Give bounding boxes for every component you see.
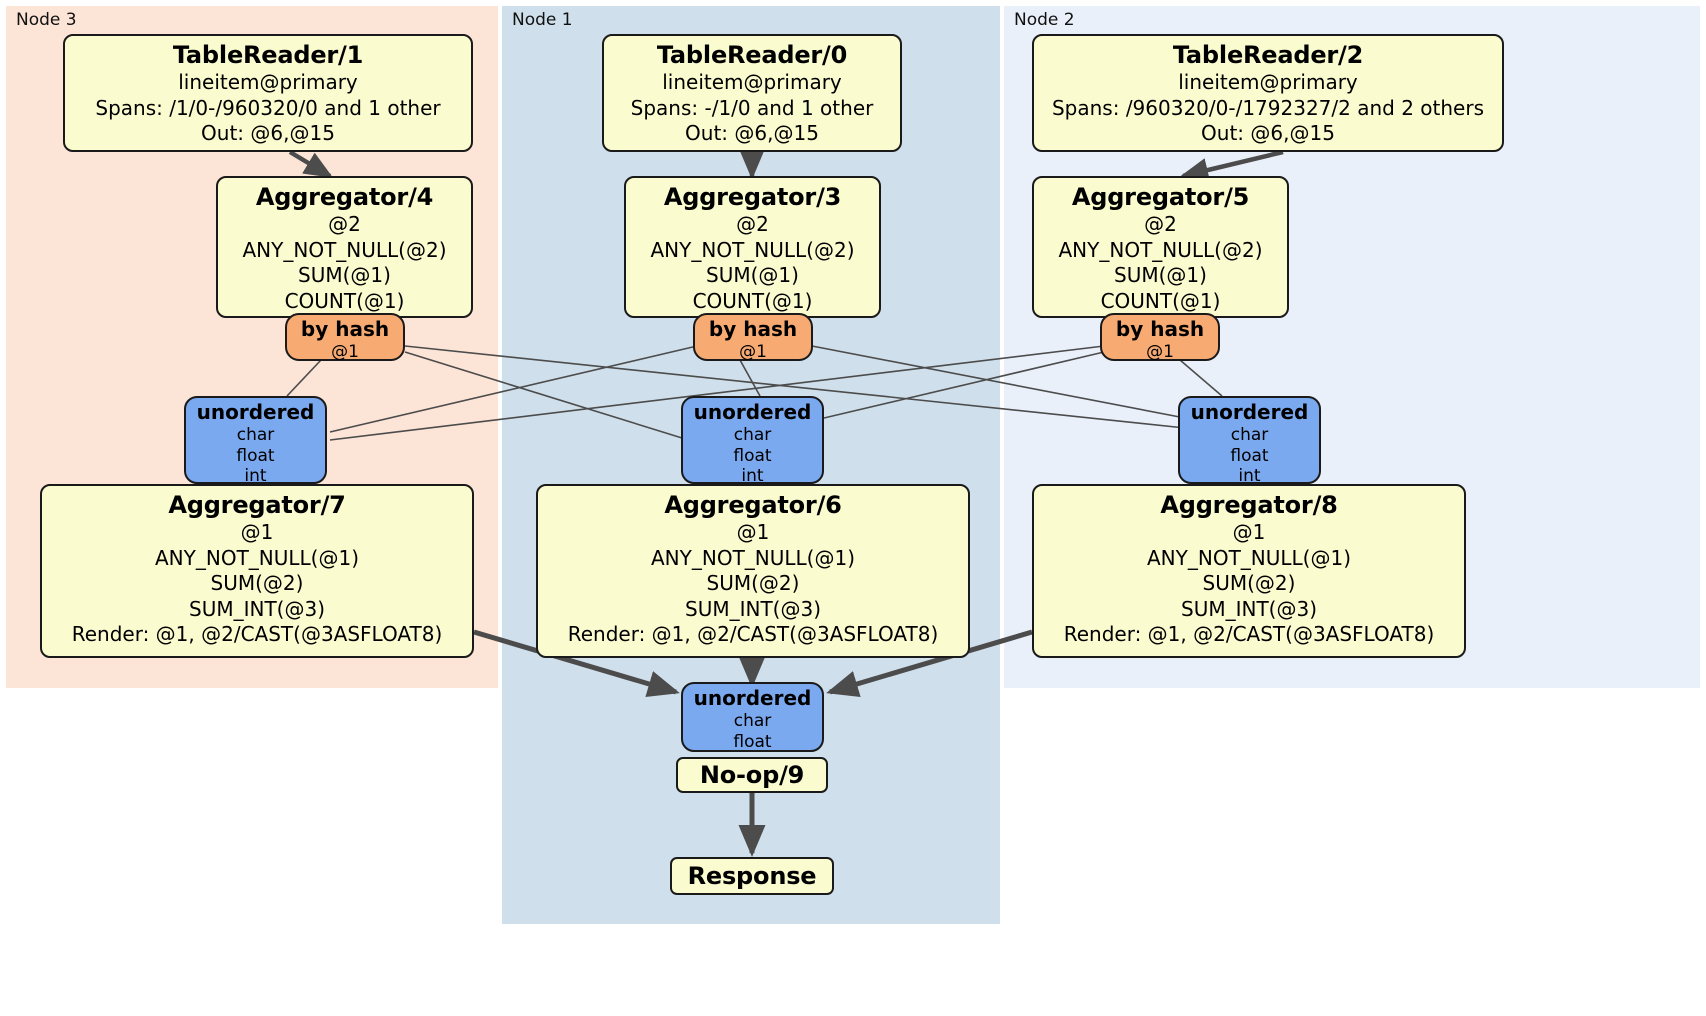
router-line: @1 <box>331 342 359 362</box>
synchronizer-unordered-final[interactable]: unordered char float <box>681 682 824 752</box>
processor-title: TableReader/1 <box>172 41 364 69</box>
processor-line: Out: @6,@15 <box>685 121 819 146</box>
processor-line: SUM(@1) <box>298 263 391 288</box>
processor-line: COUNT(@1) <box>692 288 813 313</box>
processor-title: No-op/9 <box>699 761 805 789</box>
processor-aggregator-5[interactable]: Aggregator/5 @2 ANY_NOT_NULL(@2) SUM(@1)… <box>1032 176 1289 318</box>
processor-table-reader-1[interactable]: TableReader/1 lineitem@primary Spans: /1… <box>63 34 473 152</box>
router-title: by hash <box>300 317 390 341</box>
processor-aggregator-6[interactable]: Aggregator/6 @1 ANY_NOT_NULL(@1) SUM(@2)… <box>536 484 970 658</box>
processor-table-reader-0[interactable]: TableReader/0 lineitem@primary Spans: -/… <box>602 34 902 152</box>
node-region-label-node3: Node 3 <box>16 10 77 30</box>
processor-line: SUM(@1) <box>1114 263 1207 288</box>
synchronizer-unordered-node2[interactable]: unordered char float int <box>1178 396 1321 487</box>
processor-line: SUM_INT(@3) <box>685 596 821 621</box>
processor-line: SUM(@1) <box>706 263 799 288</box>
node-region-label-node1: Node 1 <box>512 10 573 30</box>
synchronizer-title: unordered <box>1190 400 1309 424</box>
synchronizer-line: float <box>236 445 275 466</box>
processor-line: lineitem@primary <box>1178 70 1358 94</box>
processor-line: Out: @6,@15 <box>201 121 335 146</box>
processor-line: @1 <box>1232 520 1266 544</box>
processor-line: Spans: -/1/0 and 1 other <box>630 95 874 120</box>
synchronizer-line: char <box>733 425 772 445</box>
processor-line: @1 <box>240 520 274 544</box>
processor-line: Render: @1, @2/CAST(@3ASFLOAT8) <box>1063 622 1435 647</box>
processor-line: ANY_NOT_NULL(@1) <box>155 545 359 570</box>
synchronizer-title: unordered <box>196 400 315 424</box>
processor-title: TableReader/2 <box>1172 41 1364 69</box>
processor-aggregator-7[interactable]: Aggregator/7 @1 ANY_NOT_NULL(@1) SUM(@2)… <box>40 484 474 658</box>
processor-title: TableReader/0 <box>656 41 848 69</box>
router-by-hash-node1[interactable]: by hash @1 <box>693 313 813 362</box>
synchronizer-line: char <box>236 425 275 445</box>
processor-line: Spans: /1/0-/960320/0 and 1 other <box>95 95 441 120</box>
processor-title: Response <box>687 862 817 890</box>
processor-line: Render: @1, @2/CAST(@3ASFLOAT8) <box>567 622 939 647</box>
processor-title: Aggregator/7 <box>168 491 346 519</box>
processor-line: @2 <box>328 212 361 236</box>
processor-line: SUM_INT(@3) <box>1181 596 1317 621</box>
processor-line: lineitem@primary <box>178 70 358 94</box>
processor-aggregator-3[interactable]: Aggregator/3 @2 ANY_NOT_NULL(@2) SUM(@1)… <box>624 176 881 318</box>
synchronizer-line: int <box>1238 466 1261 487</box>
synchronizer-line: float <box>733 731 772 752</box>
processor-aggregator-8[interactable]: Aggregator/8 @1 ANY_NOT_NULL(@1) SUM(@2)… <box>1032 484 1466 658</box>
processor-line: SUM_INT(@3) <box>189 596 325 621</box>
synchronizer-line: float <box>733 445 772 466</box>
processor-table-reader-2[interactable]: TableReader/2 lineitem@primary Spans: /9… <box>1032 34 1504 152</box>
processor-line: Spans: /960320/0-/1792327/2 and 2 others <box>1051 95 1484 120</box>
processor-line: Out: @6,@15 <box>1201 121 1335 146</box>
processor-aggregator-4[interactable]: Aggregator/4 @2 ANY_NOT_NULL(@2) SUM(@1)… <box>216 176 473 318</box>
processor-title: Aggregator/3 <box>663 183 842 211</box>
processor-title: Aggregator/6 <box>664 491 842 519</box>
router-title: by hash <box>708 317 798 341</box>
processor-title: Aggregator/5 <box>1071 183 1250 211</box>
processor-line: COUNT(@1) <box>284 288 405 313</box>
processor-title: Aggregator/4 <box>255 183 434 211</box>
synchronizer-line: int <box>741 466 764 487</box>
router-line: @1 <box>739 342 767 362</box>
processor-line: SUM(@2) <box>706 571 800 596</box>
processor-line: lineitem@primary <box>662 70 842 94</box>
processor-line: ANY_NOT_NULL(@1) <box>1147 545 1351 570</box>
processor-line: SUM(@2) <box>210 571 304 596</box>
synchronizer-unordered-node1[interactable]: unordered char float int <box>681 396 824 487</box>
processor-no-op-9[interactable]: No-op/9 <box>676 757 828 793</box>
processor-line: @1 <box>736 520 770 544</box>
processor-line: @2 <box>1144 212 1177 236</box>
router-title: by hash <box>1115 317 1205 341</box>
processor-line: COUNT(@1) <box>1100 288 1221 313</box>
processor-title: Aggregator/8 <box>1160 491 1338 519</box>
processor-line: @2 <box>736 212 769 236</box>
synchronizer-line: char <box>733 711 772 731</box>
synchronizer-unordered-node3[interactable]: unordered char float int <box>184 396 327 487</box>
synchronizer-line: float <box>1230 445 1269 466</box>
processor-line: ANY_NOT_NULL(@2) <box>650 237 855 262</box>
router-by-hash-node2[interactable]: by hash @1 <box>1100 313 1220 362</box>
router-by-hash-node3[interactable]: by hash @1 <box>285 313 405 362</box>
processor-line: ANY_NOT_NULL(@2) <box>242 237 447 262</box>
router-line: @1 <box>1146 342 1174 362</box>
processor-line: Render: @1, @2/CAST(@3ASFLOAT8) <box>71 622 443 647</box>
synchronizer-title: unordered <box>693 686 812 710</box>
processor-response[interactable]: Response <box>670 857 834 895</box>
processor-line: SUM(@2) <box>1202 571 1296 596</box>
synchronizer-line: char <box>1230 425 1269 445</box>
node-region-label-node2: Node 2 <box>1014 10 1075 30</box>
synchronizer-line: int <box>244 466 267 487</box>
synchronizer-title: unordered <box>693 400 812 424</box>
processor-line: ANY_NOT_NULL(@1) <box>651 545 855 570</box>
processor-line: ANY_NOT_NULL(@2) <box>1058 237 1263 262</box>
